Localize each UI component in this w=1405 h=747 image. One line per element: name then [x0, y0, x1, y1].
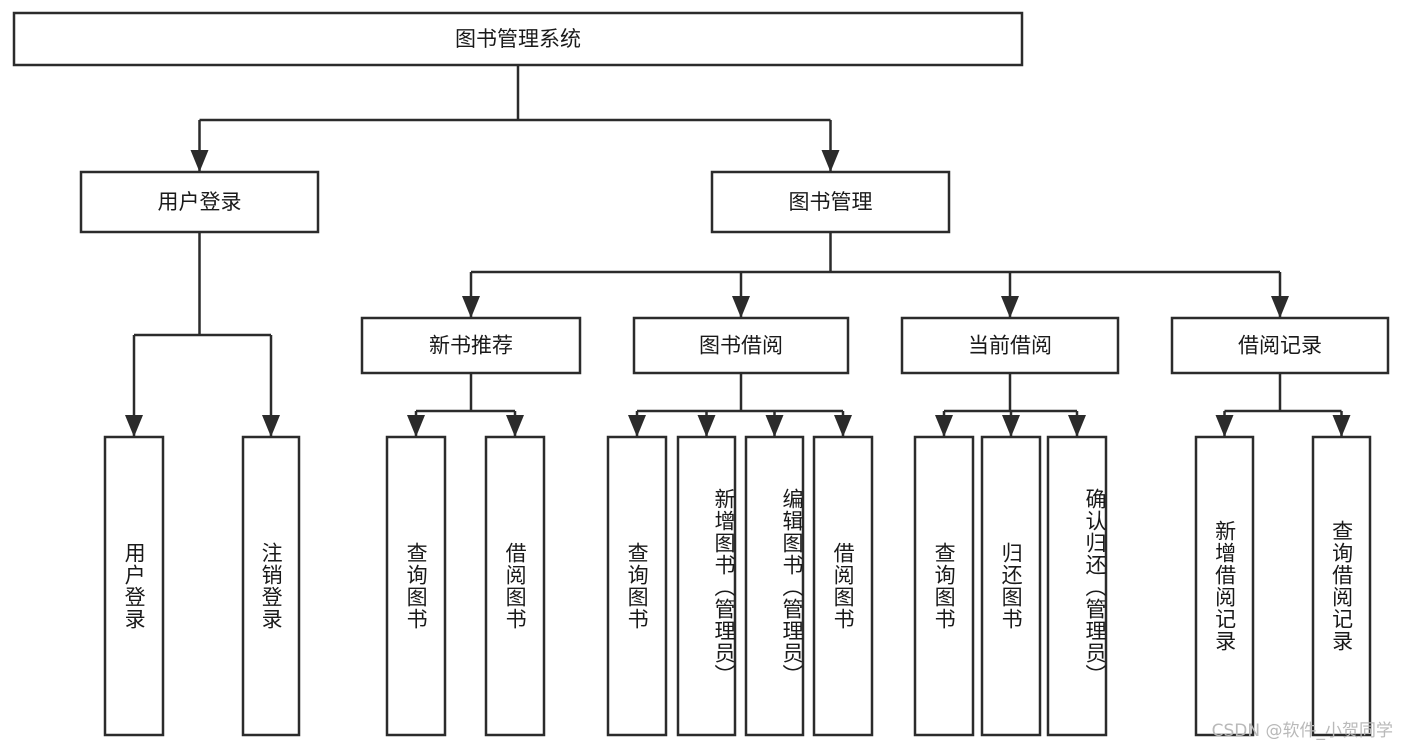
- node-rect: [385, 435, 447, 737]
- arrow-head-icon: [262, 415, 280, 437]
- leaf-node-leaf-query-book-3[interactable]: [913, 435, 975, 737]
- leaf-node-leaf-edit-book[interactable]: [744, 435, 805, 737]
- arrow-head-icon: [462, 296, 480, 318]
- node-rect: [1046, 435, 1108, 737]
- node-rect: [1311, 435, 1372, 737]
- arrow-head-icon: [1332, 415, 1351, 437]
- leaf-node-leaf-add-book[interactable]: [676, 435, 737, 737]
- node-label-root: 图书管理系统: [455, 27, 581, 51]
- node-label-book-borrow: 图书借阅: [699, 334, 783, 358]
- node-rect: [241, 435, 301, 737]
- node-rect: [913, 435, 975, 737]
- node-new-book-rec[interactable]: [360, 316, 582, 375]
- node-user-login[interactable]: [79, 170, 320, 234]
- node-rect: [1170, 316, 1390, 375]
- node-rect: [79, 170, 320, 234]
- node-rect: [484, 435, 546, 737]
- node-label-borrow-record: 借阅记录: [1238, 334, 1322, 358]
- arrow-head-icon: [1068, 415, 1086, 437]
- node-label-new-book-rec: 新书推荐: [429, 334, 513, 358]
- node-label-user-login: 用户登录: [158, 190, 242, 214]
- arrow-head-icon: [821, 150, 840, 172]
- node-rect: [12, 11, 1024, 67]
- arrow-head-icon: [765, 415, 784, 437]
- arrow-head-icon: [190, 150, 209, 172]
- node-rect: [676, 435, 737, 737]
- arrow-head-icon: [1002, 415, 1020, 437]
- node-current-borrow[interactable]: [900, 316, 1120, 375]
- arrow-head-icon: [1001, 296, 1019, 318]
- arrow-head-icon: [125, 415, 143, 437]
- leaf-node-leaf-return-book[interactable]: [980, 435, 1042, 737]
- node-rect: [744, 435, 805, 737]
- arrow-head-icon: [697, 415, 716, 437]
- leaf-node-leaf-logout[interactable]: [241, 435, 301, 737]
- leaf-node-leaf-confirm-return[interactable]: [1046, 435, 1108, 737]
- leaf-node-leaf-add-record[interactable]: [1194, 435, 1255, 737]
- node-label-current-borrow: 当前借阅: [968, 334, 1052, 358]
- node-book-manage[interactable]: [710, 170, 951, 234]
- arrow-head-icon: [1271, 296, 1289, 318]
- node-rect: [632, 316, 850, 375]
- node-root[interactable]: [12, 11, 1024, 67]
- leaf-node-leaf-borrow-book-2[interactable]: [812, 435, 874, 737]
- leaf-node-leaf-borrow-book-1[interactable]: [484, 435, 546, 737]
- node-rect: [710, 170, 951, 234]
- node-borrow-record[interactable]: [1170, 316, 1390, 375]
- node-rect: [606, 435, 668, 737]
- leaf-node-leaf-query-book-2[interactable]: [606, 435, 668, 737]
- leaf-node-leaf-query-record[interactable]: [1311, 435, 1372, 737]
- arrow-head-icon: [834, 415, 852, 437]
- arrow-head-icon: [407, 415, 425, 437]
- arrow-head-icon: [732, 296, 750, 318]
- node-rect: [103, 435, 165, 737]
- node-rect: [1194, 435, 1255, 737]
- node-box-layer: [12, 11, 1390, 737]
- arrow-head-icon: [506, 415, 524, 437]
- arrow-head-icon: [628, 415, 646, 437]
- node-rect: [360, 316, 582, 375]
- leaf-node-leaf-user-login[interactable]: [103, 435, 165, 737]
- node-rect: [900, 316, 1120, 375]
- node-rect: [980, 435, 1042, 737]
- connector-layer: [125, 65, 1351, 437]
- node-label-book-manage: 图书管理: [789, 190, 873, 214]
- arrow-head-icon: [935, 415, 953, 437]
- leaf-node-leaf-query-book-1[interactable]: [385, 435, 447, 737]
- node-rect: [812, 435, 874, 737]
- node-book-borrow[interactable]: [632, 316, 850, 375]
- arrow-head-icon: [1215, 415, 1234, 437]
